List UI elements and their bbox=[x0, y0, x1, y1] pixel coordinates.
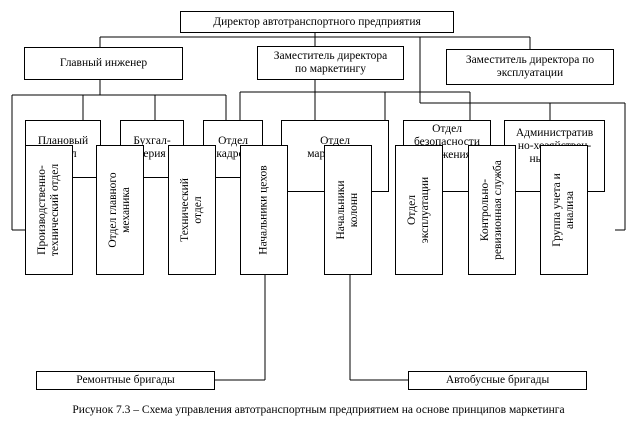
accounting-analysis-box: Группа учета и анализа bbox=[540, 145, 588, 275]
repair-brigades-box: Ремонтные бригады bbox=[36, 371, 215, 390]
chief-mechanic-label: Отдел главного механика bbox=[107, 172, 132, 248]
production-technical-box: Производственно- технический отдел bbox=[25, 145, 73, 275]
figure-caption: Рисунок 7.3 – Схема управления автотранс… bbox=[72, 404, 565, 416]
bus-brigades-label: Автобусные бригады bbox=[445, 374, 550, 386]
chief-engineer-box: Главный инженер bbox=[24, 47, 183, 80]
chief-mechanic-box: Отдел главного механика bbox=[96, 145, 144, 275]
director-label: Директор автотранспортного предприятия bbox=[213, 15, 421, 28]
technical-department-label: Технический отдел bbox=[179, 178, 204, 242]
shop-heads-box: Начальники цехов bbox=[240, 145, 288, 275]
deputy-marketing-box: Заместитель директора по маркетингу bbox=[257, 46, 404, 80]
deputy-operation-label: Заместитель директора по эксплуатации bbox=[465, 54, 595, 79]
accounting-analysis-label: Группа учета и анализа bbox=[551, 173, 576, 247]
audit-service-label: Контрольно- ревизионная служба bbox=[479, 160, 504, 260]
accounting-label: Бухгал- терия bbox=[133, 135, 171, 160]
shop-heads-label: Начальники цехов bbox=[257, 165, 270, 255]
technical-department-box: Технический отдел bbox=[168, 145, 216, 275]
bus-brigades-box: Автобусные бригады bbox=[408, 371, 587, 390]
audit-service-box: Контрольно- ревизионная служба bbox=[468, 145, 516, 275]
column-heads-label: Начальники колонн bbox=[335, 180, 360, 240]
deputy-operation-box: Заместитель директора по эксплуатации bbox=[446, 49, 614, 85]
deputy-marketing-label: Заместитель директора по маркетингу bbox=[273, 50, 388, 75]
chief-engineer-label: Главный инженер bbox=[59, 57, 148, 69]
operations-department-label: Отдел эксплуатации bbox=[406, 176, 431, 244]
operations-department-box: Отдел эксплуатации bbox=[395, 145, 443, 275]
director-box: Директор автотранспортного предприятия bbox=[180, 11, 454, 33]
production-technical-label: Производственно- технический отдел bbox=[36, 163, 61, 257]
repair-brigades-label: Ремонтные бригады bbox=[76, 374, 175, 386]
column-heads-box: Начальники колонн bbox=[324, 145, 372, 275]
